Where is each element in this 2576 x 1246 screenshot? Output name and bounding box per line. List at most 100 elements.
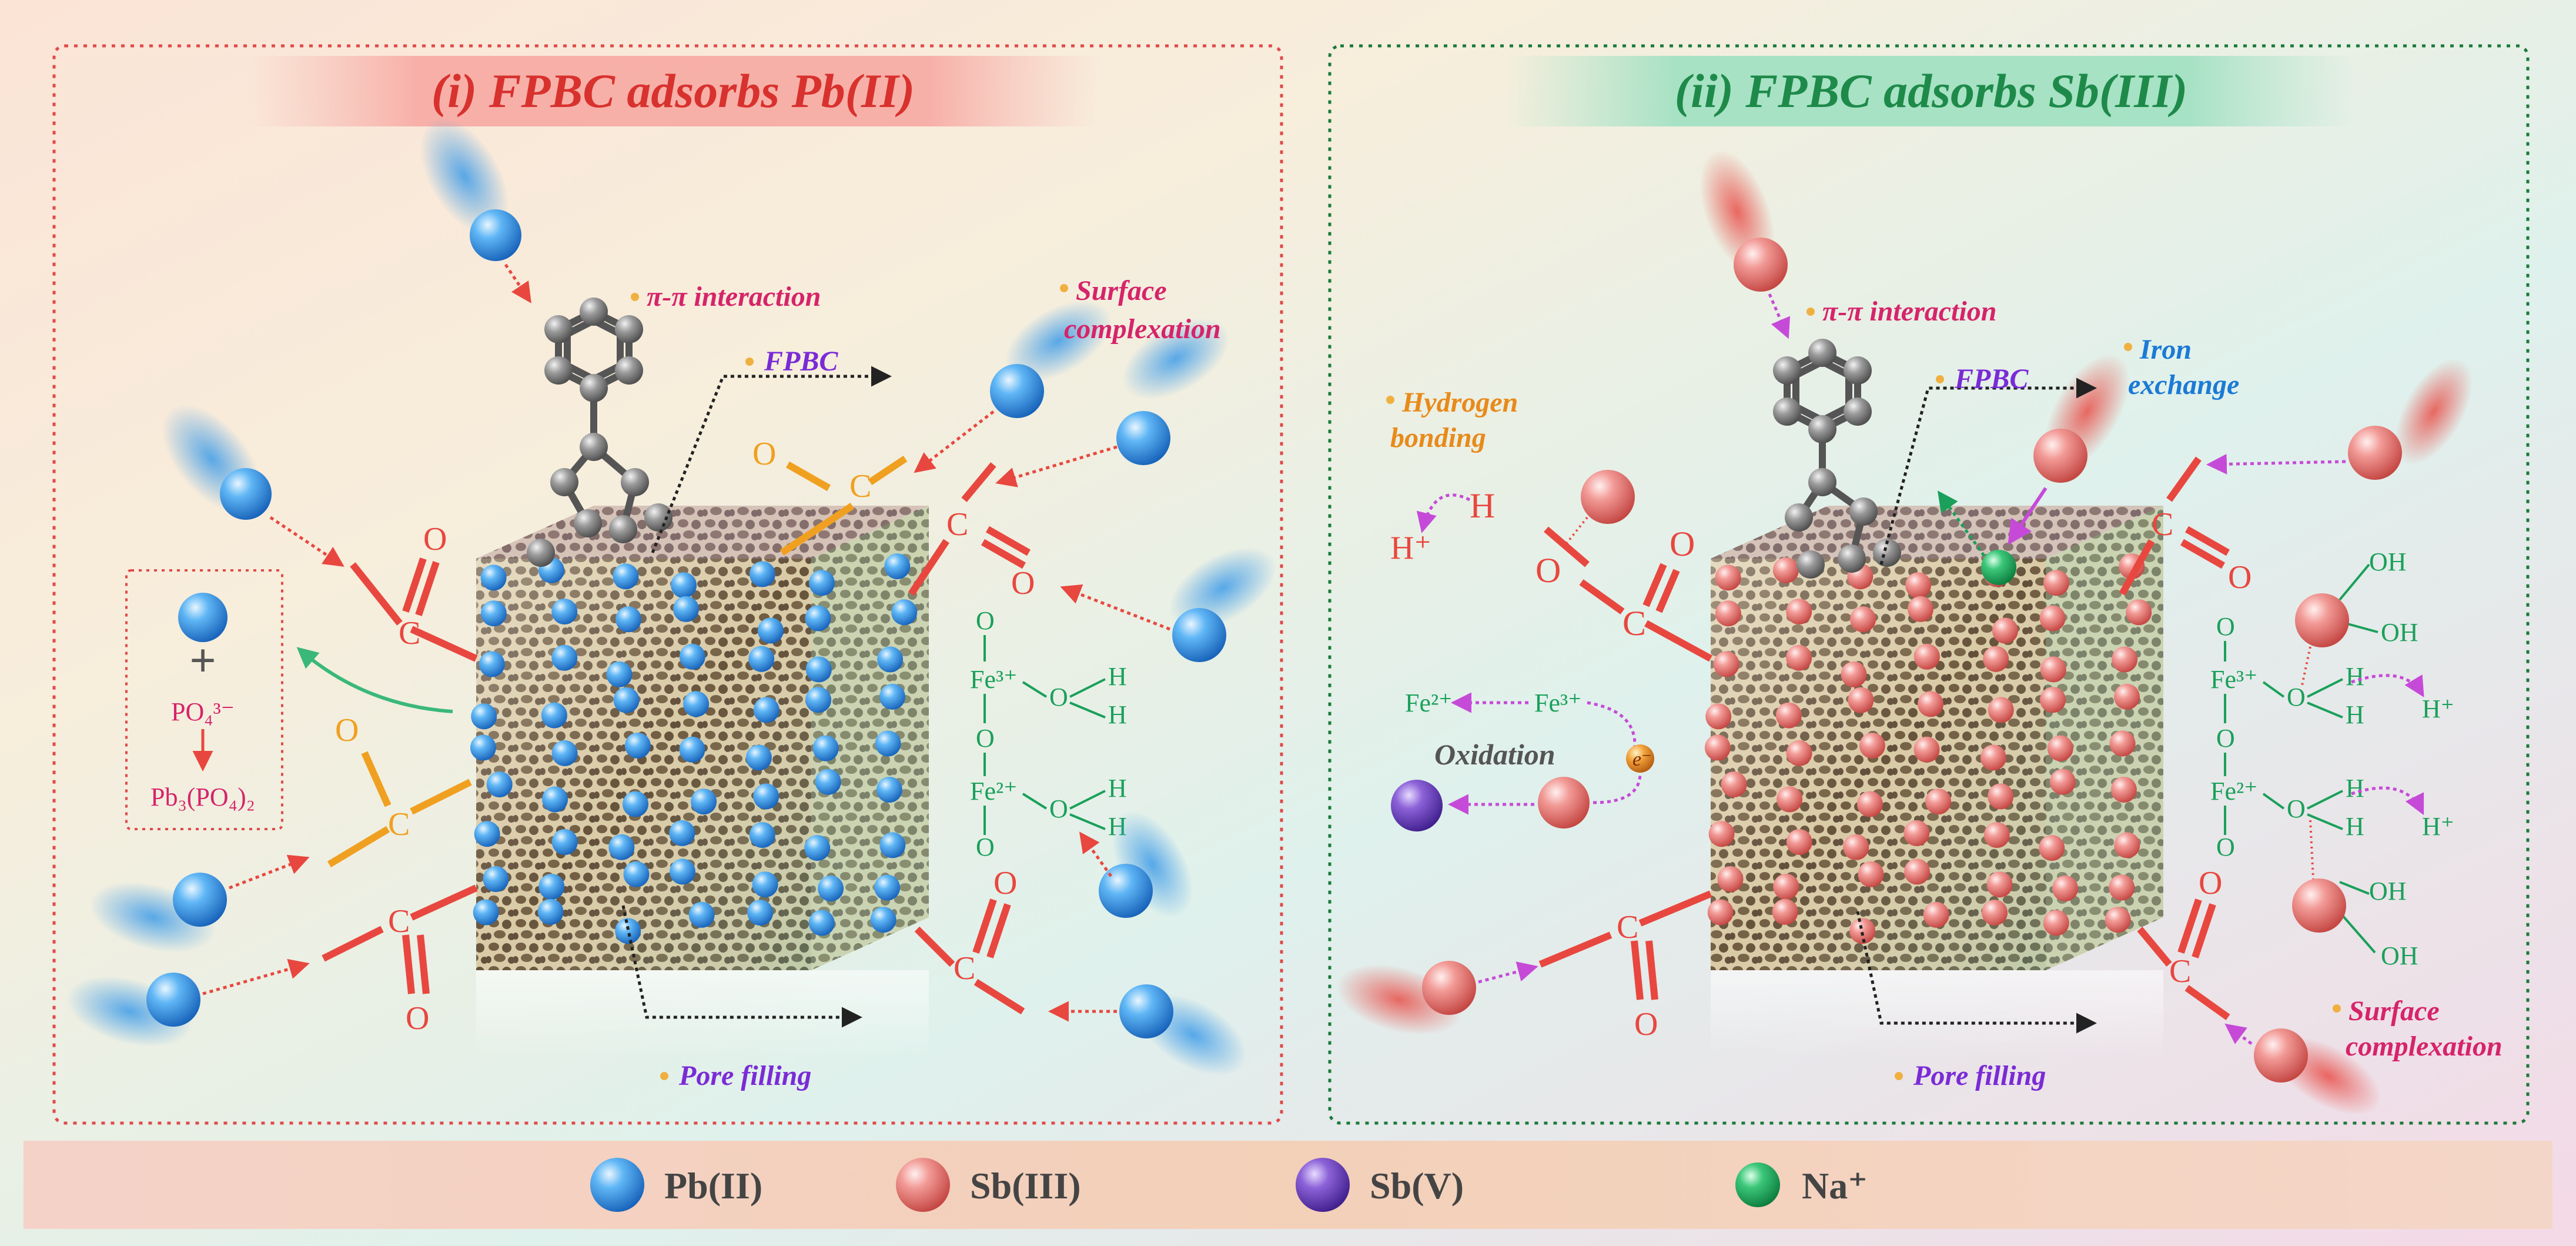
- adsorbed-pb-ion: [749, 822, 775, 849]
- adsorbed-pb-ion: [683, 691, 710, 717]
- adsorbed-sb-ion: [1773, 557, 1799, 583]
- bullet-dot: [631, 293, 639, 301]
- oxygen-label: O: [976, 724, 995, 753]
- pi-pi-label: π-π interaction: [1822, 296, 1996, 327]
- adsorbed-pb-ion: [480, 600, 507, 627]
- adsorbed-pb-ion: [537, 898, 564, 925]
- sb-ion: [2292, 878, 2346, 933]
- panel-1-carboxyl-top-right: [908, 462, 1031, 596]
- adsorbed-pb-ion: [541, 702, 567, 729]
- panel-1-carboxyl-left: [350, 557, 478, 662]
- pi-arrow: [1768, 293, 1791, 339]
- adsorbed-sb-ion: [1986, 871, 2013, 898]
- sbv-ion: [1391, 780, 1443, 831]
- adsorbed-sb-ion: [1904, 858, 1930, 885]
- panel-2-carboxyl-bottom-right: [2137, 898, 2230, 1020]
- oxygen-label: O: [2287, 683, 2306, 711]
- adsorbed-pb-ion: [486, 771, 513, 797]
- panel-2-oxidation: Fe²⁺ Fe³⁺ e⁻ Oxidation: [1391, 689, 1654, 831]
- fe3-label: Fe³⁺: [2210, 665, 2257, 694]
- adsorbed-pb-ion: [874, 874, 901, 901]
- adsorbed-pb-ion: [876, 777, 902, 803]
- panel-1-adsorbed-pb-ions: [470, 553, 918, 944]
- adsorbed-sb-ion: [1786, 740, 1812, 766]
- oxygen-label: O: [993, 865, 1017, 901]
- panel-2-carboxyl-top-right: [2119, 456, 2230, 596]
- adsorbed-sb-ion: [1859, 733, 1885, 759]
- adsorbed-pb-ion: [679, 736, 705, 763]
- adsorbed-sb-ion: [2040, 687, 2066, 713]
- electron-label: e⁻: [1632, 749, 1652, 770]
- adsorbed-pb-ion: [673, 596, 699, 622]
- legend-sb3-label: Sb(III): [970, 1165, 1081, 1207]
- panel-1-carboxyl-bottom-right: [914, 898, 1025, 1015]
- hydrogen-bonding-label-line2: bonding: [1390, 422, 1486, 453]
- legend-na-label: Na⁺: [1802, 1165, 1868, 1207]
- oxygen-label: O: [752, 436, 776, 472]
- adsorbed-sb-ion: [1983, 646, 2009, 672]
- adsorbed-pb-ion: [670, 858, 695, 885]
- oxygen-label: O: [1670, 525, 1695, 563]
- panel-2-adsorbed-sb-ions: [1704, 553, 2152, 944]
- adsorbed-pb-ion: [747, 900, 774, 926]
- adsorbed-pb-ion: [613, 687, 640, 713]
- adsorbed-pb-ion: [891, 599, 918, 626]
- adsorbed-sb-ion: [1858, 861, 1884, 887]
- adsorbed-pb-ion: [805, 656, 832, 683]
- panel-2-fe-oh-groups: O Fe³⁺ O H H O Fe²⁺ O H H O H⁺ H⁺ OH OH …: [2210, 547, 2454, 970]
- oxygen-label: O: [335, 712, 359, 749]
- fpbc-label: FPBC: [764, 346, 838, 377]
- adsorbed-pb-ion: [691, 789, 717, 815]
- oxygen-label: O: [1049, 683, 1068, 711]
- panel-2-border: [1328, 44, 2530, 1125]
- fe2-label: Fe²⁺: [970, 777, 1017, 806]
- adsorbed-sb-ion: [1908, 596, 1933, 622]
- adsorbed-sb-ion: [1988, 697, 2014, 723]
- panel-2-carboxyl-hbond: [1544, 526, 1712, 662]
- adsorbed-pb-ion: [884, 553, 911, 580]
- oxygen-label: O: [2216, 724, 2235, 753]
- adsorbed-sb-ion: [1848, 687, 1874, 713]
- legend-na-icon: [1735, 1163, 1780, 1207]
- adsorbed-sb-ion: [1705, 703, 1732, 730]
- legend-sb5-label: Sb(V): [1370, 1165, 1464, 1207]
- oxygen-label: O: [1011, 565, 1035, 602]
- oxygen-label: O: [2216, 612, 2235, 641]
- complexation-arrow: [2206, 453, 2346, 475]
- panel-2-phenyl-group: [1773, 339, 1901, 579]
- carbon-label: C: [849, 468, 871, 505]
- adsorbed-sb-ion: [1905, 572, 1932, 599]
- panel-1-free-pb-ions: [66, 118, 1276, 1076]
- adsorbed-sb-ion: [2039, 835, 2065, 861]
- panel-1-carboxyl-bottom-left: [322, 884, 478, 994]
- oxygen-label: O: [423, 521, 447, 557]
- adsorbed-pb-ion: [753, 697, 780, 723]
- hplus-release-arrow: [1416, 493, 1471, 533]
- adsorbed-sb-ion: [2049, 769, 2076, 795]
- sb-ion: [1734, 238, 1788, 292]
- adsorbed-sb-ion: [2039, 605, 2066, 632]
- oxygen-label: O: [406, 1000, 429, 1037]
- hplus-release-arrow: [2351, 786, 2424, 816]
- panel-2-title: (ii) FPBC adsorbs Sb(III): [1675, 64, 2188, 118]
- bullet-dot: [2124, 343, 2132, 351]
- complexation-arrow: [1478, 961, 1538, 984]
- pore-filling-label: Pore filling: [1913, 1060, 2046, 1091]
- bullet-dot: [660, 1072, 668, 1080]
- adsorbed-sb-ion: [1713, 651, 1739, 677]
- adsorbed-pb-ion: [470, 734, 496, 761]
- adsorbed-sb-ion: [1721, 771, 1747, 797]
- oh-label: OH: [2381, 618, 2418, 647]
- adsorbed-pb-ion: [474, 821, 500, 847]
- adsorbed-pb-ion: [815, 769, 841, 795]
- hydrogen-label: H: [2346, 774, 2364, 803]
- hydrogen-bonding-label-line1: Hydrogen: [1401, 387, 1518, 418]
- oxygen-label: O: [976, 833, 995, 861]
- carbon-label: C: [388, 903, 410, 940]
- adsorbed-pb-ion: [669, 820, 695, 846]
- adsorbed-sb-ion: [2109, 874, 2135, 901]
- adsorbed-sb-ion: [1850, 606, 1876, 633]
- carbon-label: C: [388, 806, 410, 843]
- oh-label: OH: [2381, 941, 2418, 970]
